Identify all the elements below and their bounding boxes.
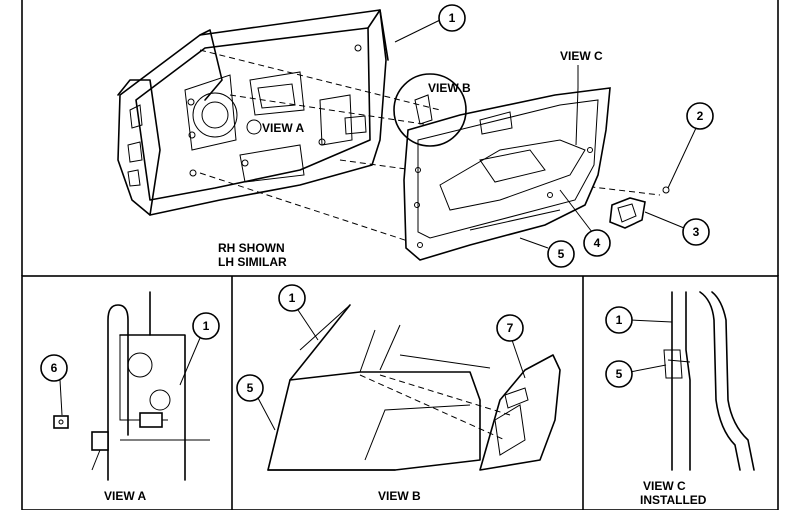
svg-text:1: 1: [203, 319, 210, 333]
svg-text:6: 6: [51, 361, 58, 375]
svg-text:5: 5: [616, 367, 623, 381]
view-c-top-label: VIEW C: [560, 49, 603, 63]
callout-main-3: 3: [644, 211, 710, 246]
view-a-inset: VIEW A: [246, 119, 305, 135]
callout-b-1: 1: [278, 284, 306, 312]
trim-panel: [403, 87, 611, 261]
svg-text:4: 4: [594, 236, 601, 250]
svg-text:5: 5: [558, 247, 565, 261]
frame: [21, 0, 779, 510]
svg-text:1: 1: [449, 11, 456, 25]
view-b-panel: [257, 304, 561, 471]
caption-view-a: VIEW A: [104, 489, 147, 503]
callout-b-5: 5: [236, 374, 264, 402]
view-c-pointer: VIEW C: [560, 49, 603, 88]
callout-a-6: 6: [40, 354, 68, 382]
caption-view-b: VIEW B: [378, 489, 421, 503]
svg-text:1: 1: [289, 291, 296, 305]
callout-c-1: 1: [605, 306, 633, 334]
svg-text:5: 5: [247, 381, 254, 395]
view-b-top-label: VIEW B: [428, 81, 471, 95]
lh-similar-label: LH SIMILAR: [218, 255, 287, 269]
svg-text:1: 1: [616, 313, 623, 327]
rh-shown-label: RH SHOWN: [218, 241, 285, 255]
svg-text:2: 2: [697, 109, 704, 123]
callout-main-5: 5: [519, 237, 575, 268]
view-a-inset-label: VIEW A: [262, 121, 305, 135]
callout-b-7: 7: [496, 314, 524, 342]
door-frame: [117, 9, 389, 216]
door-handle-bezel: [609, 197, 646, 229]
callout-main-1: 1: [394, 4, 466, 43]
callout-c-5: 5: [605, 360, 633, 388]
svg-text:7: 7: [507, 321, 514, 335]
callout-main-2: 2: [667, 102, 714, 189]
svg-text:3: 3: [693, 225, 700, 239]
callout-main-4: 4: [559, 189, 611, 257]
callout-a-1: 1: [192, 312, 220, 340]
caption-view-c: VIEW C: [643, 479, 686, 493]
view-a-panel: [53, 291, 210, 481]
view-b-detail-circle: VIEW B: [393, 73, 471, 147]
caption-view-c-installed: INSTALLED: [640, 493, 707, 507]
view-c-panel: [629, 291, 755, 471]
screw: [662, 186, 670, 194]
